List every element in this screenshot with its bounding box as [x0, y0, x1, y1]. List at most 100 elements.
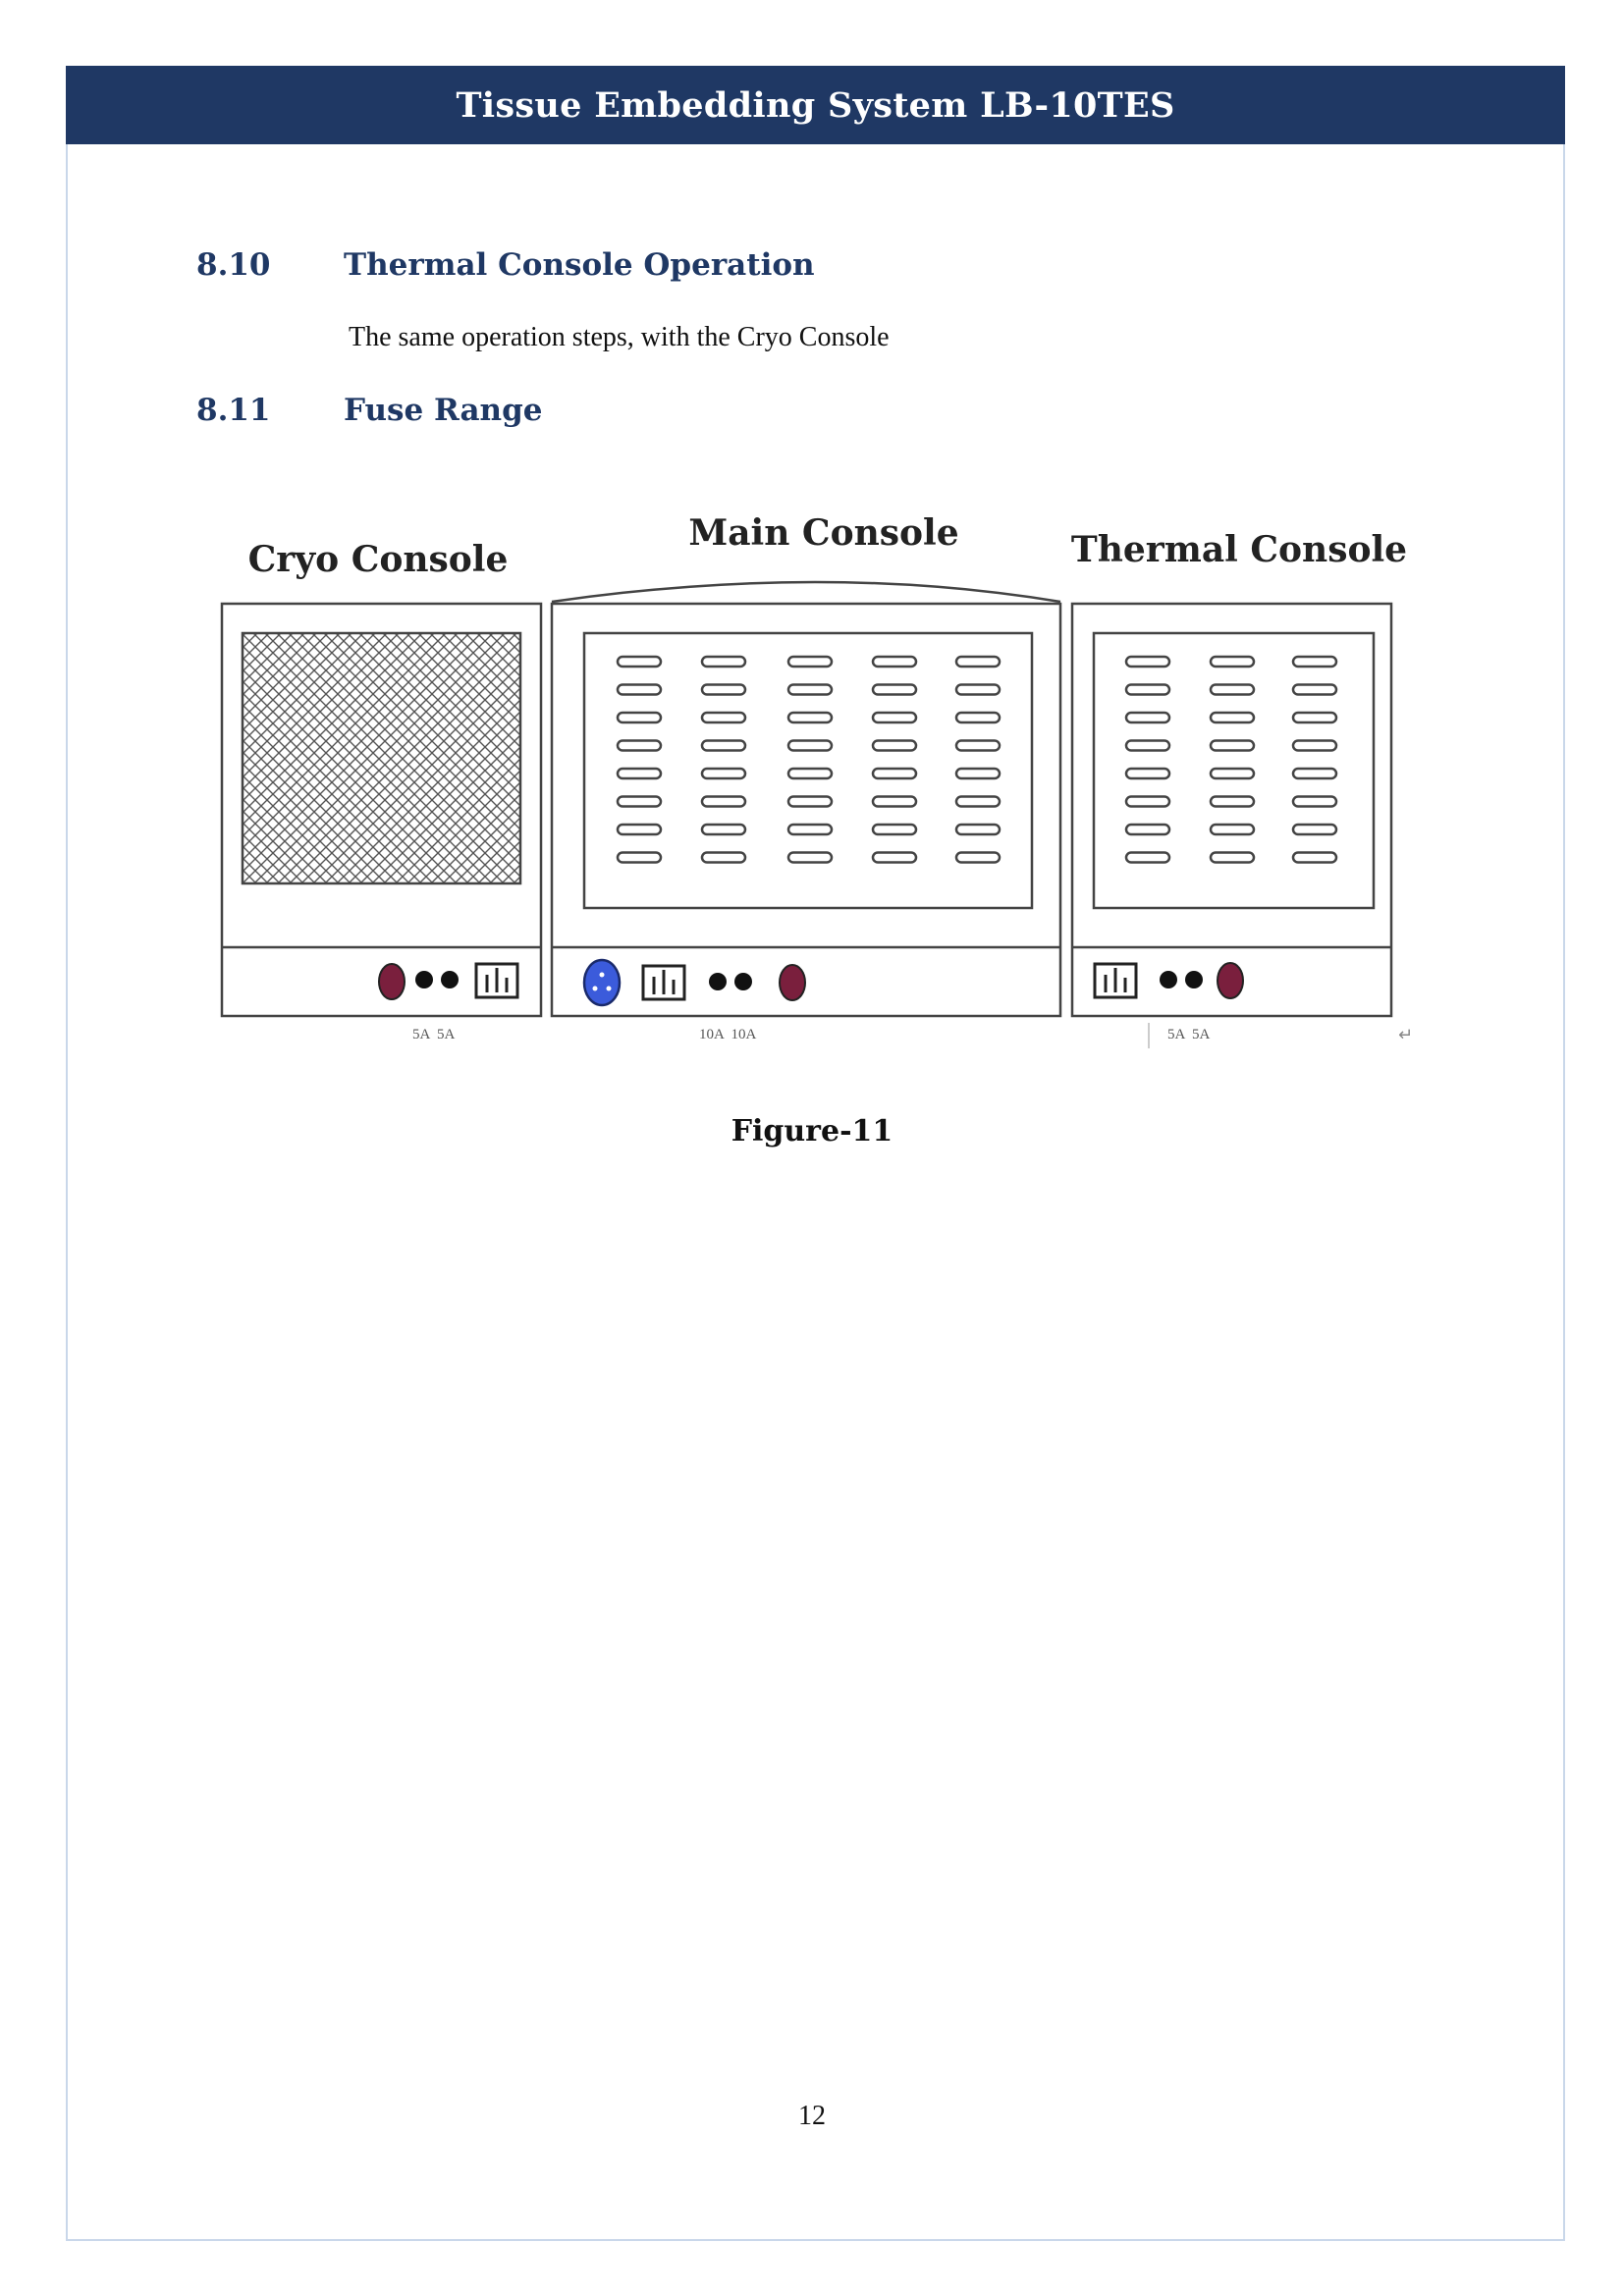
vent-slot [1209, 767, 1256, 780]
blue-socket-icon [582, 958, 622, 1007]
vent-slot [786, 851, 834, 864]
vent-slot [700, 683, 747, 696]
main-console-label: Main Console [688, 512, 958, 554]
vent-slot [1124, 851, 1171, 864]
vent-slot [786, 655, 834, 668]
power-socket-icon [779, 964, 806, 1001]
vent-slot [700, 767, 747, 780]
vent-slot [954, 767, 1001, 780]
vent-slot [1291, 851, 1338, 864]
page-number: 12 [798, 2101, 826, 2131]
vent-slot [1291, 683, 1338, 696]
vent-slot [1291, 739, 1338, 752]
fuse-range-figure: Cryo Console Main Console Thermal Consol… [208, 506, 1426, 1059]
vent-slot [1291, 795, 1338, 808]
section-title: Fuse Range [344, 393, 543, 428]
vent-slot [1209, 823, 1256, 836]
vent-slot [1124, 795, 1171, 808]
main-vent-panel [582, 631, 1034, 910]
vent-slot [786, 795, 834, 808]
return-mark-icon: ↵ [1398, 1025, 1413, 1045]
vent-slot [616, 711, 663, 724]
vent-slot [1291, 711, 1338, 724]
consoles-diagram: Cryo Console Main Console Thermal Consol… [220, 512, 1413, 1048]
vent-slot [786, 767, 834, 780]
vent-slot [786, 683, 834, 696]
fuse-icon [734, 973, 752, 990]
section-8-10-text: The same operation steps, with the Cryo … [349, 322, 890, 352]
vent-slot [1124, 655, 1171, 668]
document-title: Tissue Embedding System LB-10TES [456, 84, 1175, 126]
vent-slot [871, 823, 918, 836]
section-8-10-heading: 8.10 Thermal Console Operation [196, 247, 815, 283]
vent-slot [700, 823, 747, 836]
fuse-icon [709, 973, 727, 990]
vent-slot [1124, 739, 1171, 752]
power-socket-icon [1217, 962, 1244, 999]
vent-slot [786, 739, 834, 752]
thermal-console [1070, 602, 1393, 1018]
vent-slot [1209, 655, 1256, 668]
cryo-console [220, 602, 543, 1018]
switch-icon [1093, 962, 1138, 999]
vent-slot [616, 683, 663, 696]
power-socket-icon [378, 963, 406, 1000]
thermal-vent-panel [1092, 631, 1376, 910]
vent-slot [1209, 739, 1256, 752]
main-console [550, 580, 1062, 1018]
vent-slot [954, 683, 1001, 696]
vent-slot [1124, 767, 1171, 780]
vent-slot [700, 711, 747, 724]
vent-slot [954, 655, 1001, 668]
vent-slot [954, 851, 1001, 864]
vent-slot [786, 823, 834, 836]
section-number: 8.11 [196, 393, 271, 428]
vent-slot [700, 655, 747, 668]
vent-slot [871, 683, 918, 696]
vent-slot [616, 795, 663, 808]
vent-slot [954, 739, 1001, 752]
vent-slot [871, 851, 918, 864]
switch-icon [641, 964, 686, 1001]
fuse-icon [1185, 971, 1203, 988]
vent-slot [954, 823, 1001, 836]
thermal-console-label: Thermal Console [1071, 529, 1407, 570]
vent-slot [616, 767, 663, 780]
section-title: Thermal Console Operation [344, 247, 815, 283]
cryo-fuse-label: 5A 5A [412, 1027, 456, 1042]
thermal-fuse-label: 5A 5A [1167, 1027, 1211, 1042]
vent-slot [1209, 711, 1256, 724]
vent-slot [871, 739, 918, 752]
fuse-icon [441, 971, 459, 988]
fuse-icon [1160, 971, 1177, 988]
vent-slot [616, 823, 663, 836]
section-number: 8.10 [196, 247, 271, 283]
vent-slot [1124, 823, 1171, 836]
vent-slot [1209, 683, 1256, 696]
vent-slot [871, 711, 918, 724]
vent-slot [700, 851, 747, 864]
vent-slot [1291, 823, 1338, 836]
document-header: Tissue Embedding System LB-10TES [66, 66, 1565, 144]
vent-slot [871, 795, 918, 808]
switch-icon [474, 962, 519, 999]
vent-slot [1209, 795, 1256, 808]
vent-slot [1291, 767, 1338, 780]
vent-slot [786, 711, 834, 724]
vent-slot [954, 795, 1001, 808]
vent-slot [871, 655, 918, 668]
figure-caption: Figure-11 [731, 1114, 893, 1148]
fuse-icon [415, 971, 433, 988]
vent-slot [1291, 655, 1338, 668]
vent-slot [616, 739, 663, 752]
vent-slot [1209, 851, 1256, 864]
section-8-11-heading: 8.11 Fuse Range [196, 393, 542, 428]
vent-slot [616, 851, 663, 864]
main-fuse-label: 10A 10A [699, 1027, 757, 1042]
vent-slot [1124, 683, 1171, 696]
cryo-console-label: Cryo Console [248, 539, 509, 580]
vent-slot [700, 795, 747, 808]
vent-slot [700, 739, 747, 752]
vent-slot [954, 711, 1001, 724]
vent-slot [1124, 711, 1171, 724]
